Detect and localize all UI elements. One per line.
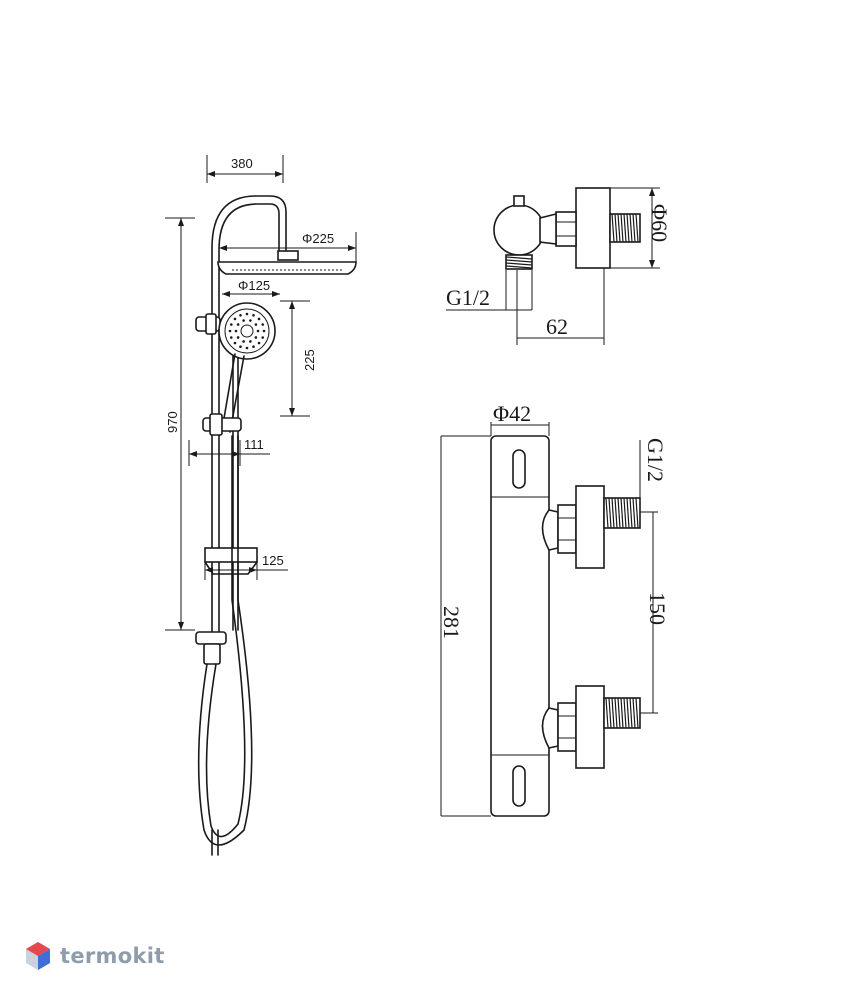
dim-inlet-spacing: 150 <box>645 592 670 625</box>
mixer-top-view-drawing <box>493 187 641 270</box>
shower-dimension-lines <box>165 155 357 631</box>
dim-hand-shower-diameter: Φ125 <box>238 278 270 293</box>
brand-logo-text: termokit <box>60 944 165 968</box>
dim-mixer-top-thread: G1/2 <box>446 285 490 310</box>
mixer-front-dimension-labels: Φ42 G1/2 150 281 <box>439 401 670 639</box>
mixer-front-view-drawing <box>490 435 641 817</box>
dim-holder-width: 125 <box>262 553 284 568</box>
dim-front-thread: G1/2 <box>643 438 668 482</box>
dim-head-diameter: Φ225 <box>302 231 334 246</box>
dim-hand-shower-length: 225 <box>302 349 317 371</box>
mixer-top-dimension-labels: Φ60 G1/2 62 <box>446 204 672 339</box>
shower-set-drawing <box>195 195 357 856</box>
mixer-front-dimension-lines <box>440 422 658 817</box>
mixer-top-dimension-lines <box>446 187 660 345</box>
dim-mixer-diameter: Φ60 <box>647 204 672 242</box>
dim-body-diameter: Φ42 <box>493 401 531 426</box>
hexagon-logo-icon <box>26 942 50 970</box>
dim-body-length: 281 <box>439 606 464 639</box>
dim-mixer-depth: 62 <box>546 314 568 339</box>
dim-total-height: 970 <box>165 411 180 433</box>
dim-arm-reach: 380 <box>231 156 253 171</box>
shower-dimension-labels: 380 Φ225 Φ125 225 970 111 125 <box>165 156 334 568</box>
hand-shower-head <box>218 302 276 360</box>
dim-bracket-offset: 111 <box>244 437 264 452</box>
brand-logo: termokit <box>24 936 165 976</box>
